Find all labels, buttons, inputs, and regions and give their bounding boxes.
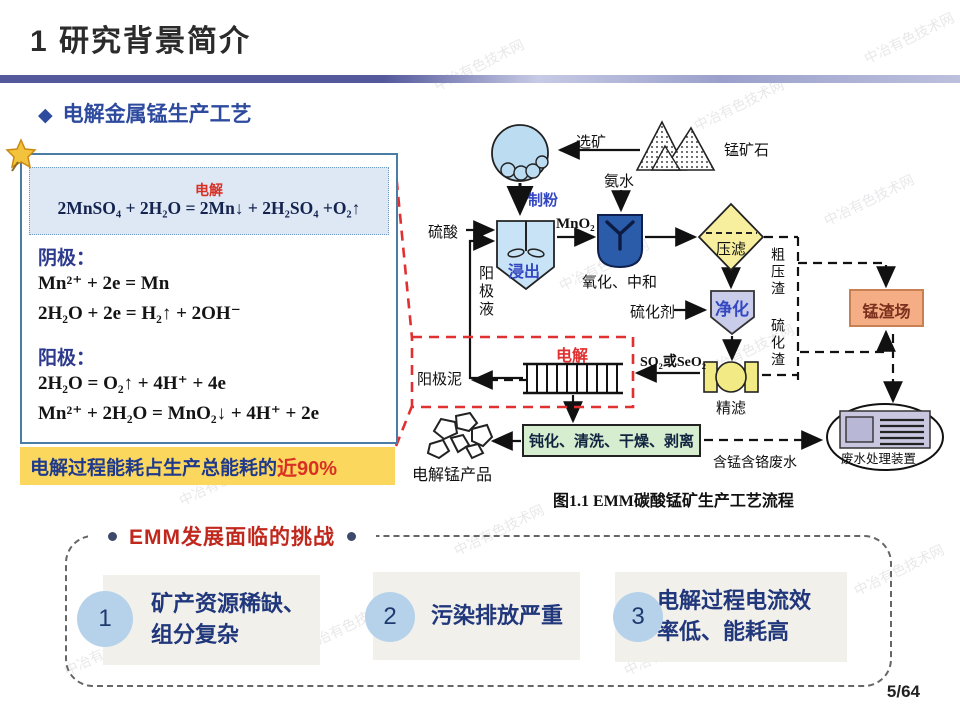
overall-reaction-box: 电解 2MnSO₄ + 2H₂O = 2Mn↓ + 2H₂SO₄ +O₂↑ xyxy=(29,167,389,235)
pushpin-icon xyxy=(5,138,37,172)
electrolysis-equation-panel: 电解 2MnSO₄ + 2H₂O = 2Mn↓ + 2H₂SO₄ +O₂↑ 阴极… xyxy=(20,153,398,444)
section-header: ◆ 电解金属锰生产工艺 xyxy=(38,98,252,128)
electrolytic-cell-icon xyxy=(523,362,623,395)
figure-caption: 图1.1 EMM碳酸锰矿生产工艺流程 xyxy=(553,493,794,510)
challenges-title: EMM发展面临的挑战 xyxy=(129,526,335,549)
challenge-3-number: 3 xyxy=(613,592,663,642)
label-slag-yard: 锰渣场 xyxy=(862,304,911,321)
energy-note-highlight: 近90% xyxy=(277,457,338,480)
residue-dashed-lines xyxy=(470,235,903,450)
bullet-dot-icon xyxy=(108,531,117,541)
emm-product-icon xyxy=(426,411,494,460)
leaching-tank-icon xyxy=(496,220,555,291)
label-ammonia: 氨水 xyxy=(604,173,635,190)
purification-vessel-icon xyxy=(710,290,755,336)
label-anode-mud: 阳极泥 xyxy=(417,371,463,388)
label-so2: SO₂或SeO₂ xyxy=(640,355,706,370)
label-sulfuric-acid: 硫酸 xyxy=(428,224,459,241)
anode-reaction-2: Mn²⁺ + 2H₂O = MnO₂↓ + 4H⁺ + 2e xyxy=(38,403,320,424)
post-treatment-box xyxy=(522,424,701,457)
label-sulfiding-agent: 硫化剂 xyxy=(630,304,676,321)
label-ore: 锰矿石 xyxy=(724,142,770,159)
section-title: 电解金属锰生产工艺 xyxy=(62,103,252,126)
bullet-dot-icon xyxy=(347,531,356,541)
reaction-condition-label: 电解 xyxy=(195,181,223,198)
electrolysis-callout-dashed xyxy=(393,162,635,447)
label-anolyte: 阳极液 xyxy=(477,265,494,319)
page-title: 1 研究背景简介 xyxy=(30,25,252,58)
ball-mill-icon xyxy=(491,124,549,182)
cathode-label: 阴极： xyxy=(38,248,96,269)
challenge-2-number: 2 xyxy=(365,592,415,642)
page-number: 5/64 xyxy=(886,682,920,701)
cathode-reaction-2: 2H₂O + 2e = H₂↑ + 2OH⁻ xyxy=(38,303,241,324)
anode-label: 阳极： xyxy=(38,348,96,369)
challenges-title-row: EMM发展面临的挑战 xyxy=(88,520,376,552)
label-press-filter: 压滤 xyxy=(715,241,746,258)
energy-note-text: 电解过程能耗占生产总能耗的 xyxy=(30,457,278,479)
label-milling: 制粉 xyxy=(528,192,559,209)
challenge-1-number: 1 xyxy=(77,591,133,647)
energy-consumption-note: 电解过程能耗占生产总能耗的近90% xyxy=(20,447,395,485)
label-post-treatment: 钝化、清洗、干燥、剥离 xyxy=(528,433,694,450)
fine-filter-icon xyxy=(703,361,759,393)
wastewater-plant-icon xyxy=(826,403,944,471)
label-emm-product: 电解锰产品 xyxy=(412,467,493,484)
cathode-reaction-1: Mn²⁺ + 2e = Mn xyxy=(38,273,170,294)
oxidation-vessel-icon xyxy=(597,214,643,269)
challenge-2-text: 污染排放严重 xyxy=(431,602,564,628)
manganese-ore-icon xyxy=(635,120,716,171)
anode-reaction-1: 2H₂O = O₂↑ + 4H⁺ + 4e xyxy=(38,373,226,394)
label-coarse-residue: 粗压渣 xyxy=(770,247,786,298)
slag-yard-box xyxy=(849,289,924,327)
label-beneficiation: 选矿 xyxy=(576,134,607,151)
challenge-1-text: 矿产资源稀缺、 组分复杂 xyxy=(151,591,306,647)
label-oxidation: 氧化、中和 xyxy=(582,274,658,291)
press-filter-icon xyxy=(697,202,765,272)
label-fine-filter: 精滤 xyxy=(716,400,747,417)
overall-reaction: 2MnSO₄ + 2H₂O = 2Mn↓ + 2H₂SO₄ +O₂↑ xyxy=(57,198,361,219)
label-purification: 净化 xyxy=(715,300,749,319)
label-mno2: MnO₂ xyxy=(556,216,595,232)
label-wastewater: 含锰含铬废水 xyxy=(713,454,797,470)
challenge-item-1: 矿产资源稀缺、 组分复杂 xyxy=(103,575,320,665)
title-underline-bar xyxy=(0,75,960,83)
label-sulfide-residue: 硫化渣 xyxy=(770,318,786,369)
challenge-3-text: 电解过程电流效 率低、能耗高 xyxy=(657,588,812,644)
challenges-dashed-box xyxy=(65,535,892,687)
label-wastewater-plant: 废水处理装置 xyxy=(841,452,917,466)
label-electrolysis: 电解 xyxy=(556,348,589,365)
diamond-bullet-icon: ◆ xyxy=(38,105,53,126)
label-leaching: 浸出 xyxy=(508,264,541,281)
flow-arrows xyxy=(466,140,742,451)
